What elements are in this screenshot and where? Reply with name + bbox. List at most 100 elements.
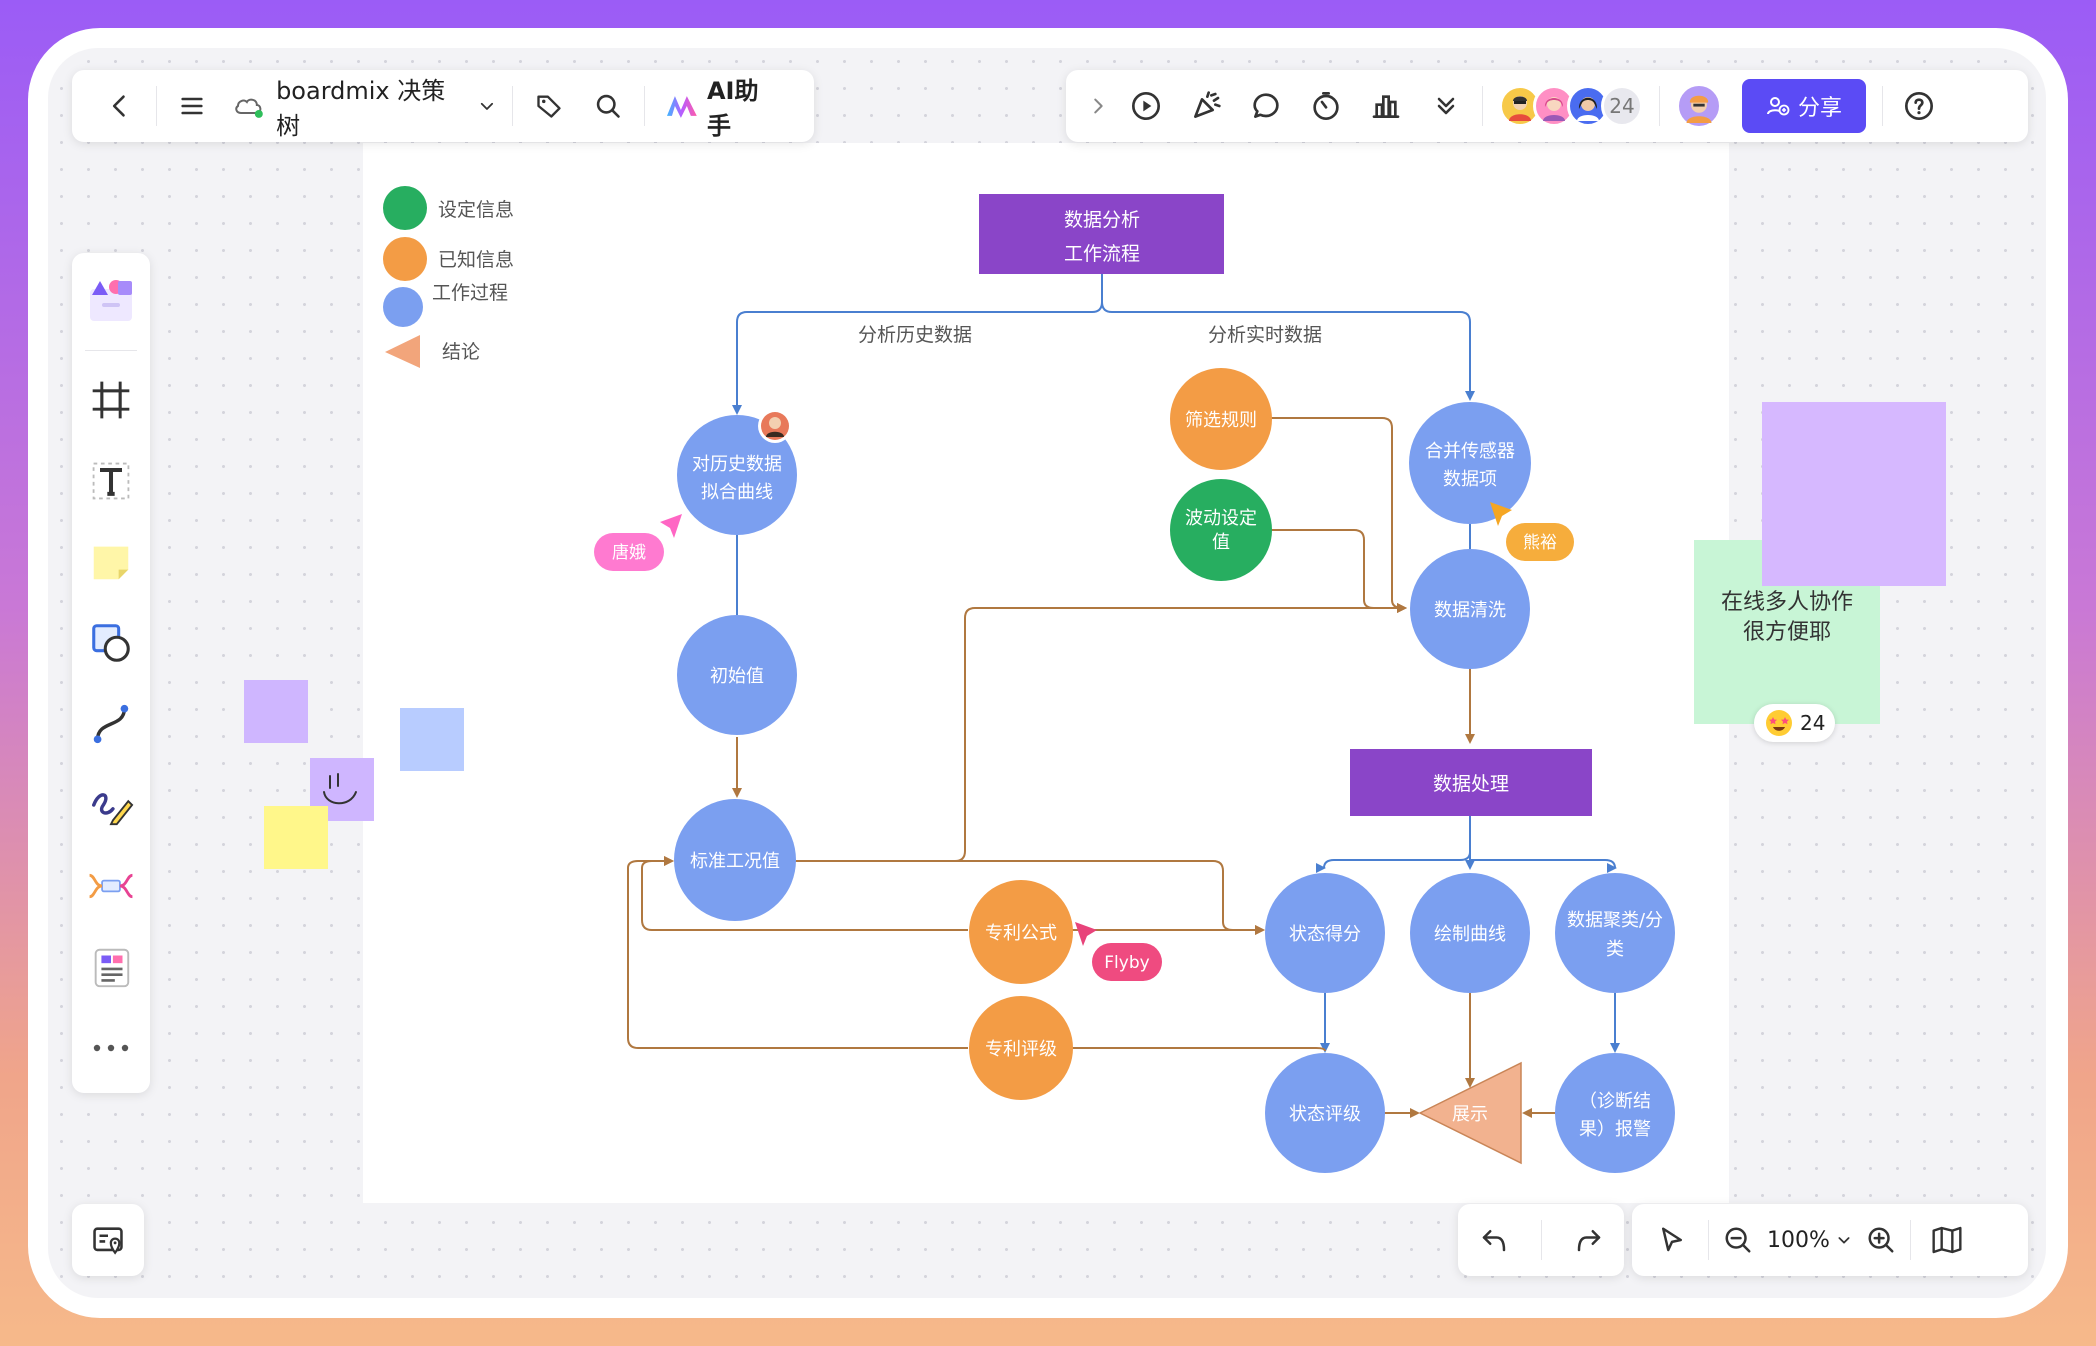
add-user-icon [1767,97,1790,116]
collapse-toolbar-button[interactable] [1080,76,1116,136]
cursor-arrow-icon [1662,1227,1682,1252]
top-left-toolbar: boardmix 决策树 AI助手 [72,70,814,142]
select-tool-button[interactable] [1642,1210,1702,1270]
ai-assistant-label: AI助手 [706,77,759,140]
zoom-in-button[interactable] [1858,1210,1904,1270]
divider [1882,86,1884,126]
cloud-sync-icon [235,98,264,118]
sticky-note[interactable] [1762,402,1946,586]
double-chevron-down-icon [1437,97,1455,115]
document-icon [94,948,130,987]
divider [1708,1220,1709,1260]
comment-icon [1253,93,1279,118]
pen-tool-button[interactable] [79,769,143,840]
menu-icon [181,97,204,115]
tag-button[interactable] [519,76,579,136]
top-right-toolbar: 24 分享 [1066,70,2028,142]
timer-button[interactable] [1296,76,1356,136]
vote-button[interactable] [1356,76,1416,136]
user-avatar-icon [1509,96,1531,121]
zoom-in-icon [1868,1227,1894,1253]
frame-icon [92,382,130,419]
chevron-right-icon [1094,98,1103,114]
zoom-controls: 100% [1632,1204,2028,1276]
divider [1909,1220,1911,1260]
share-button[interactable]: 分享 [1742,79,1867,133]
reaction-badge[interactable]: 24 [1754,704,1836,742]
redo-button[interactable] [1559,1210,1619,1270]
present-button[interactable] [1116,76,1176,136]
bar-chart-icon [1372,95,1400,118]
zoom-level: 100% [1767,1227,1830,1253]
zoom-out-icon [1725,1227,1751,1253]
play-icon [1132,92,1160,120]
search-button[interactable] [579,76,639,136]
timer-icon [1313,92,1339,120]
comment-button[interactable] [1236,76,1296,136]
zoom-out-button[interactable] [1715,1210,1761,1270]
more-tools-button[interactable] [79,1012,143,1083]
ai-assistant-button[interactable]: AI助手 [651,71,796,141]
sticky-note[interactable] [264,806,328,869]
pen-icon [92,793,134,825]
doc-title: boardmix 决策树 [276,77,446,140]
doc-title-dropdown[interactable]: boardmix 决策树 [222,71,506,141]
collaborator-avatars[interactable]: 24 [1489,85,1653,127]
template-icon [90,280,132,322]
sticky-note-tool-button[interactable] [79,527,143,598]
divider [155,86,157,126]
share-label: 分享 [1798,96,1843,121]
celebrate-button[interactable] [1176,76,1236,136]
divider [85,349,137,351]
more-tools-button[interactable] [1416,76,1476,136]
frame-tool-button[interactable] [79,365,143,436]
connector-tool-button[interactable] [79,689,143,760]
text-icon [92,462,130,500]
mindmap-tool-button[interactable] [79,850,143,921]
star-eyes-emoji-icon [1766,710,1792,736]
divider [1540,1220,1542,1260]
frame-board[interactable] [363,143,1729,1203]
sticky-note-line1: 在线多人协作 [1720,590,1853,615]
user-avatar-icon [1577,97,1599,121]
search-icon [597,94,621,118]
sticky-note[interactable] [400,708,464,771]
sticky-note[interactable] [244,680,308,743]
left-tool-panel [72,253,150,1093]
book-map-icon [1932,1226,1962,1254]
current-user-avatar[interactable] [1676,83,1722,129]
shapes-icon [92,624,130,662]
divider [1659,86,1660,126]
sticky-note-icon [93,546,129,580]
back-button[interactable] [90,76,150,136]
chevron-down-icon [1838,1237,1850,1244]
more-dots-icon [93,1044,129,1051]
party-popper-icon [1194,91,1221,118]
ai-logo-icon [667,96,697,118]
undo-button[interactable] [1464,1210,1524,1270]
reaction-count: 24 [1800,711,1826,735]
collaborator-count[interactable]: 24 [1601,85,1643,127]
divider [511,86,513,126]
tag-icon [537,95,561,118]
chevron-down-icon [480,102,494,110]
mindmap-icon [89,873,133,898]
map-location-icon [93,1227,123,1255]
document-tool-button[interactable] [79,931,143,1002]
zoom-level-dropdown[interactable]: 100% [1761,1228,1858,1253]
sticky-note-line2: 很方便耶 [1742,620,1831,645]
chevron-left-icon [112,95,125,117]
minimap-button[interactable] [72,1204,144,1276]
redo-icon [1577,1230,1600,1252]
text-tool-button[interactable] [79,446,143,517]
reading-mode-button[interactable] [1917,1210,1977,1270]
divider [1482,86,1483,126]
template-button[interactable] [79,265,143,336]
user-avatar-icon [1543,97,1565,121]
shape-tool-button[interactable] [79,608,143,679]
user-avatar-icon [1686,95,1712,123]
connector-icon [93,704,129,744]
undo-icon [1482,1230,1505,1252]
help-button[interactable] [1889,76,1949,136]
menu-button[interactable] [163,76,223,136]
